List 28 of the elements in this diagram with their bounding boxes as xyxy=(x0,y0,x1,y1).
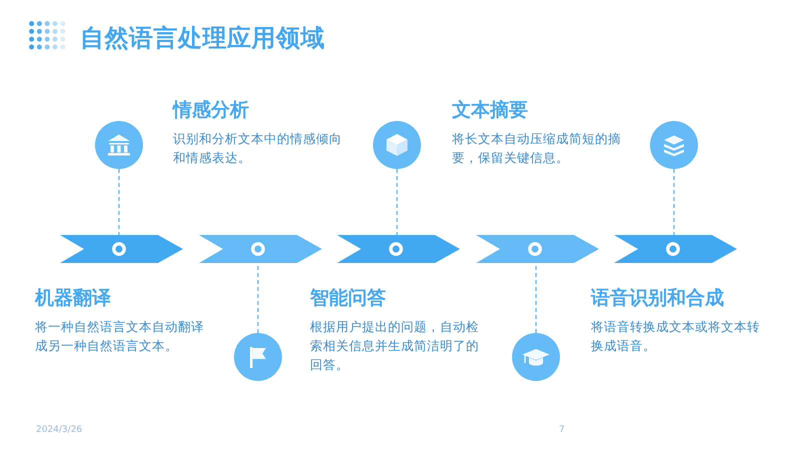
step-heading: 文本摘要 xyxy=(452,98,528,122)
step-heading: 语音识别和合成 xyxy=(591,286,724,310)
chevron-step xyxy=(476,235,598,263)
page-number: 7 xyxy=(559,425,565,436)
step-heading: 智能问答 xyxy=(310,286,386,310)
layers-icon xyxy=(650,121,698,169)
date-text: 2024/3/26 xyxy=(36,425,82,436)
step-description: 将一种自然语言文本自动翻译成另一种自然语言文本。 xyxy=(35,318,205,355)
dashed-connector xyxy=(396,169,398,235)
step-description: 将语音转换成文本或将文本转换成语音。 xyxy=(591,318,761,355)
step-heading: 情感分析 xyxy=(173,98,249,122)
dashed-connector xyxy=(535,263,537,333)
chevron-step xyxy=(337,235,460,263)
cube-icon xyxy=(373,121,421,169)
step-description: 根据用户提出的问题，自动检索相关信息并生成简洁明了的回答。 xyxy=(310,318,480,374)
step-heading: 机器翻译 xyxy=(35,286,111,310)
step-description: 将长文本自动压缩成简短的摘要，保留关键信息。 xyxy=(452,130,622,167)
dashed-connector xyxy=(673,169,675,235)
flag-icon xyxy=(234,333,282,381)
chevron-step xyxy=(60,235,183,263)
chevron-step xyxy=(198,235,322,263)
dashed-connector xyxy=(257,263,259,333)
slide-title: 自然语言处理应用领域 xyxy=(80,23,325,54)
chevron-step xyxy=(614,235,737,263)
graduation-cap-icon xyxy=(512,333,560,381)
step-description: 识别和分析文本中的情感倾向和情感表达。 xyxy=(173,130,343,167)
dashed-connector xyxy=(118,169,120,235)
bank-icon xyxy=(95,121,143,169)
